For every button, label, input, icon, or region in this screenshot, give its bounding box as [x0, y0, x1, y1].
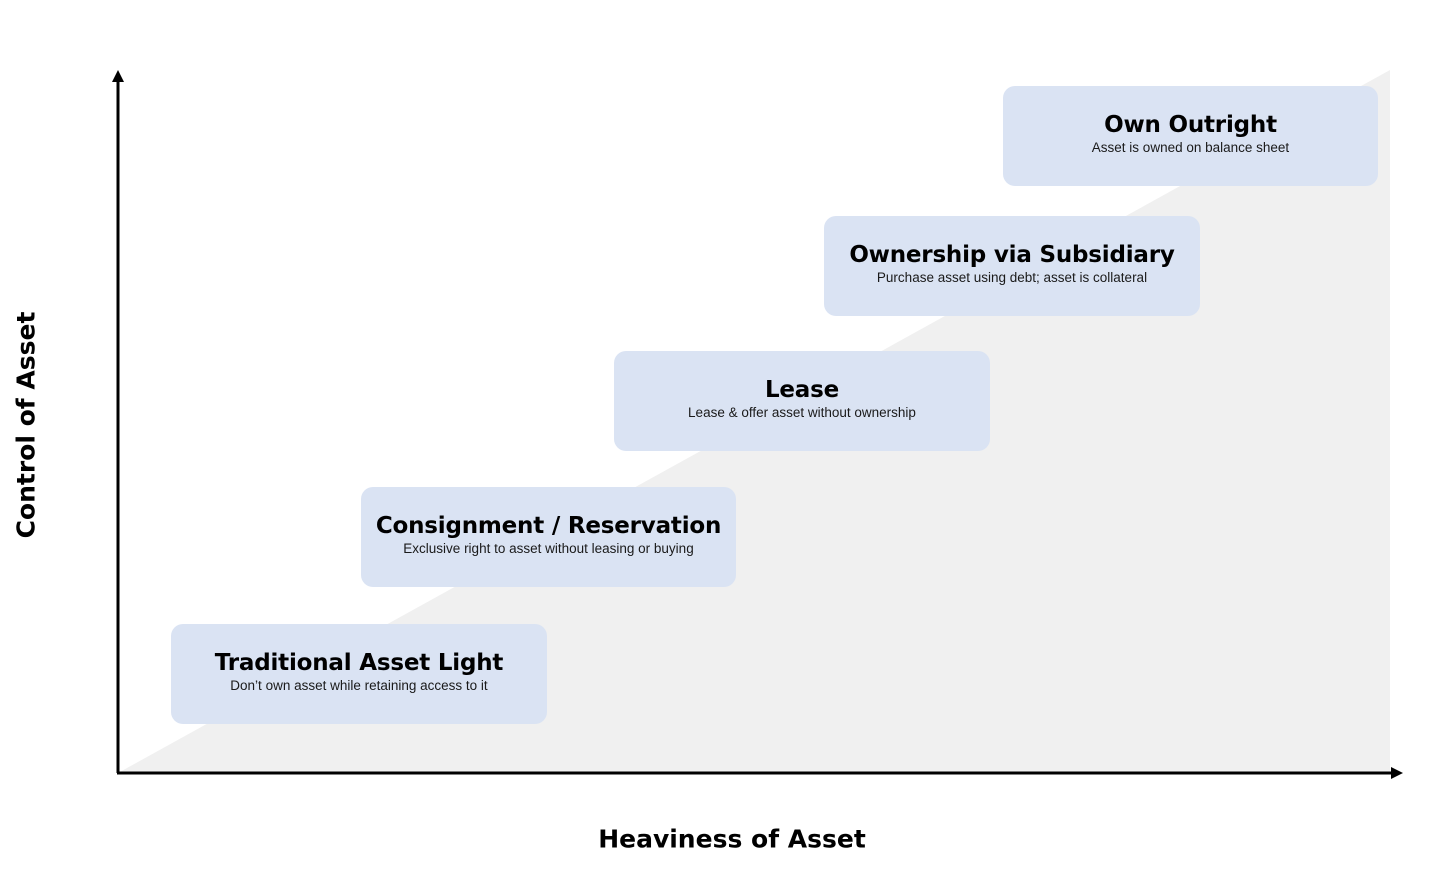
y-axis-label: Control of Asset [11, 311, 41, 539]
stage-title: Ownership via Subsidiary [849, 242, 1175, 269]
stage-description: Lease & offer asset without ownership [688, 404, 916, 420]
stage-description: Exclusive right to asset without leasing… [403, 540, 694, 556]
stage-description: Asset is owned on balance sheet [1091, 139, 1290, 155]
stage-lease: Lease Lease & offer asset without owners… [614, 351, 990, 451]
stage-own-outright: Own Outright Asset is owned on balance s… [1003, 86, 1378, 186]
stage-description: Purchase asset using debt; asset is coll… [876, 269, 1148, 285]
stage-ownership-via-subsidiary: Ownership via Subsidiary Purchase asset … [824, 216, 1200, 316]
stage-traditional-asset-light: Traditional Asset Light Don’t own asset … [171, 624, 547, 724]
stage-title: Traditional Asset Light [214, 650, 504, 677]
stage-description: Don’t own asset while retaining access t… [230, 677, 488, 693]
x-axis-label: Heaviness of Asset [598, 824, 866, 854]
x-axis-arrowhead [1391, 767, 1403, 779]
stage-consignment-reservation: Consignment / Reservation Exclusive righ… [361, 487, 736, 587]
stage-title: Own Outright [1104, 112, 1277, 139]
y-axis-arrowhead [112, 70, 124, 82]
stage-title: Lease [764, 377, 840, 404]
stage-title: Consignment / Reservation [375, 513, 722, 540]
